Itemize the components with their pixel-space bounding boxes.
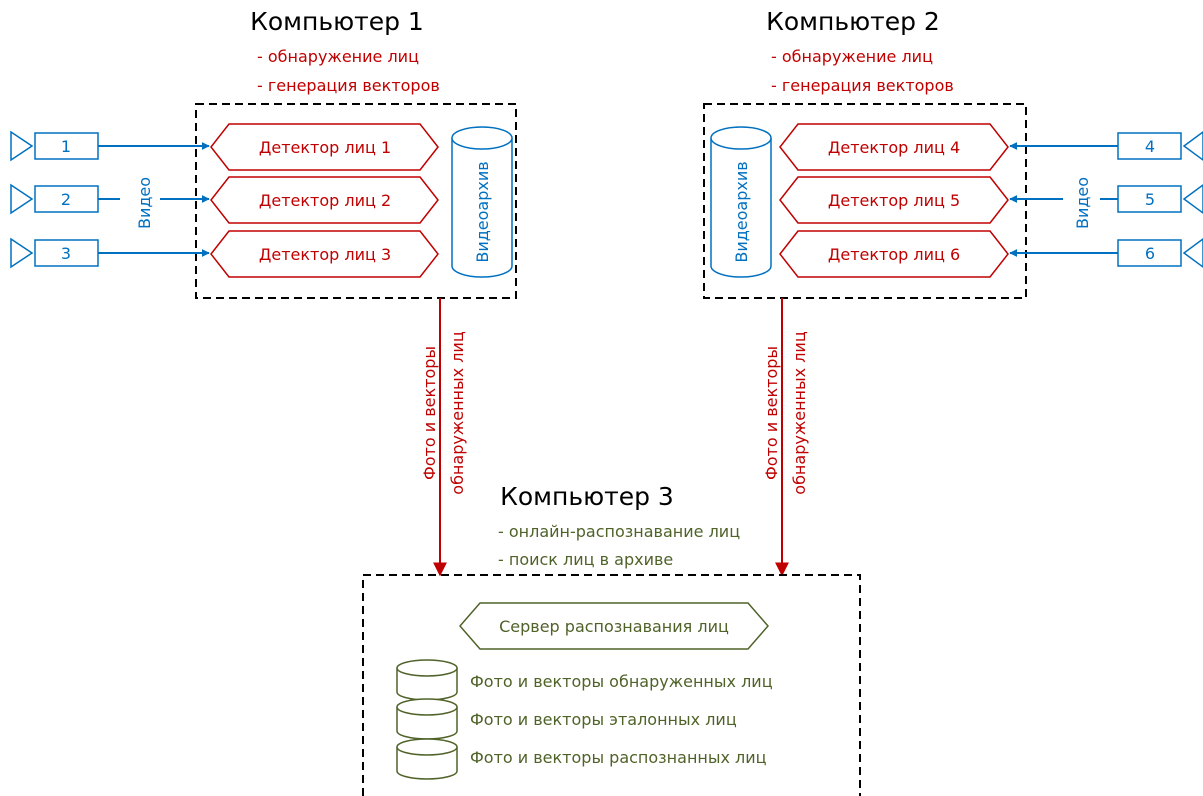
face-detector-label: Детектор лиц 1 [259, 138, 391, 157]
camera-number: 2 [61, 190, 71, 209]
recognition-server: Сервер распознавания лиц [459, 602, 769, 650]
flow-label-line-2: обнаруженных лиц [448, 331, 467, 495]
database-recognized-faces: Фото и векторы распознанных лиц [396, 738, 767, 780]
camera-number: 6 [1145, 244, 1155, 263]
camera-3: 3 [10, 237, 99, 269]
computer-3-title: Компьютер 3 [500, 482, 674, 511]
flow-label-line-2: обнаруженных лиц [790, 331, 809, 495]
face-detector-label: Детектор лиц 3 [259, 245, 391, 264]
computer-3: Компьютер 3 - онлайн-распознавание лиц -… [362, 482, 861, 796]
computer-1-title: Компьютер 1 [250, 7, 424, 36]
computer-2-boundary [703, 103, 1027, 299]
camera-1: 1 [10, 130, 99, 162]
face-detector-4: Детектор лиц 4 [779, 123, 1009, 171]
computer-1: Компьютер 1 - обнаружение лиц - генераци… [10, 7, 517, 299]
flow-label-line-1: Фото и векторы [762, 346, 781, 480]
camera-2: 2 [10, 183, 99, 215]
computer-3-feature: - онлайн-распознавание лиц [498, 522, 740, 541]
video-label: Видео [135, 177, 154, 229]
video-archive-1: Видеоархив [451, 126, 513, 278]
camera-number: 5 [1145, 190, 1155, 209]
video-archive-label: Видеоархив [473, 161, 492, 262]
face-detector-1: Детектор лиц 1 [210, 123, 439, 171]
flow-arrow-2: Фото и векторы обнаруженных лиц [762, 298, 809, 577]
database-label: Фото и векторы распознанных лиц [470, 748, 767, 767]
camera-number: 1 [61, 137, 71, 156]
face-detector-6: Детектор лиц 6 [779, 230, 1009, 278]
camera-number: 4 [1145, 137, 1155, 156]
computer-2-feature: - генерация векторов [771, 76, 954, 95]
face-detector-label: Детектор лиц 2 [259, 191, 391, 210]
face-detector-label: Детектор лиц 6 [828, 245, 960, 264]
face-detector-label: Детектор лиц 5 [828, 191, 960, 210]
face-detector-label: Детектор лиц 4 [828, 138, 960, 157]
face-detector-5: Детектор лиц 5 [779, 176, 1009, 224]
computer-1-boundary [195, 103, 517, 299]
computer-3-boundary [362, 574, 861, 796]
computer-1-feature: - обнаружение лиц [257, 47, 419, 66]
flow-arrow-1: Фото и векторы обнаруженных лиц [420, 298, 467, 577]
database-reference-faces: Фото и векторы эталонных лиц [396, 698, 737, 740]
database-label: Фото и векторы обнаруженных лиц [470, 672, 773, 691]
computer-1-feature: - генерация векторов [257, 76, 440, 95]
computer-2-feature: - обнаружение лиц [771, 47, 933, 66]
computer-2: Компьютер 2 - обнаружение лиц - генераци… [703, 7, 1203, 299]
database-label: Фото и векторы эталонных лиц [470, 710, 737, 729]
database-detected-faces: Фото и векторы обнаруженных лиц [396, 659, 773, 701]
recognition-server-label: Сервер распознавания лиц [499, 617, 729, 636]
face-detector-2: Детектор лиц 2 [210, 176, 439, 224]
video-archive-2: Видеоархив [710, 126, 772, 278]
camera-6: 6 [1117, 238, 1203, 268]
camera-number: 3 [61, 244, 71, 263]
camera-4: 4 [1117, 131, 1203, 161]
computer-3-feature: - поиск лиц в архиве [498, 550, 673, 569]
video-archive-label: Видеоархив [732, 161, 751, 262]
flow-label-line-1: Фото и векторы [420, 346, 439, 480]
face-detector-3: Детектор лиц 3 [210, 230, 439, 278]
video-label: Видео [1073, 177, 1092, 229]
camera-5: 5 [1117, 184, 1203, 214]
computer-2-title: Компьютер 2 [766, 7, 940, 36]
